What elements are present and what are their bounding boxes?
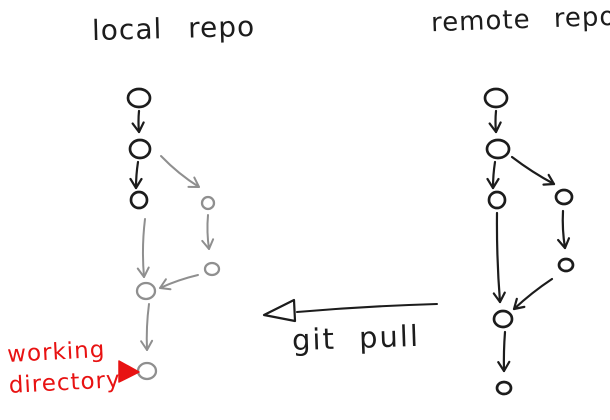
local-repo-graph [126, 87, 221, 381]
commit-edge-arrow [486, 160, 500, 190]
commit-node [129, 190, 149, 210]
commit-edge-arrow [492, 211, 506, 304]
git-pull-label: git pull [291, 318, 421, 358]
commit-node [483, 87, 509, 109]
git-pull-arrow-shaft [296, 303, 438, 313]
git-pull-arrow [262, 298, 438, 323]
commit-edge-arrow [488, 109, 502, 134]
commit-node [485, 138, 511, 160]
working-directory-label-line2: directory [8, 367, 122, 399]
commit-edge-arrow [557, 209, 571, 250]
commit-edge-arrow [497, 330, 511, 373]
commit-node [126, 87, 152, 109]
working-directory-pointer-icon [118, 360, 140, 383]
commit-node [495, 380, 513, 396]
commit-edge-arrow [159, 274, 199, 291]
commit-node [203, 261, 221, 277]
commit-edge-arrow [510, 155, 556, 186]
git-pull-arrowhead-icon [262, 298, 297, 323]
commit-edge-arrow [512, 277, 554, 311]
commit-node [200, 195, 216, 211]
remote-repo-graph [483, 87, 575, 396]
commit-node [136, 361, 158, 381]
working-directory-label: working directory [6, 334, 122, 402]
commit-node [487, 190, 507, 210]
commit-node [557, 257, 575, 273]
commit-edge-arrow [140, 303, 154, 351]
commit-node [554, 188, 574, 206]
commit-node [492, 309, 514, 329]
commit-edge-arrow [136, 218, 150, 278]
local-repo-title: local repo [91, 9, 256, 48]
remote-repo-title: remote repo [430, 1, 610, 39]
commit-node [135, 281, 157, 301]
commit-node [128, 138, 152, 160]
commit-edge-arrow [160, 155, 200, 188]
commit-edge-arrow [201, 214, 215, 250]
commit-edge-arrow [131, 109, 145, 134]
commit-edge-arrow [129, 160, 143, 190]
